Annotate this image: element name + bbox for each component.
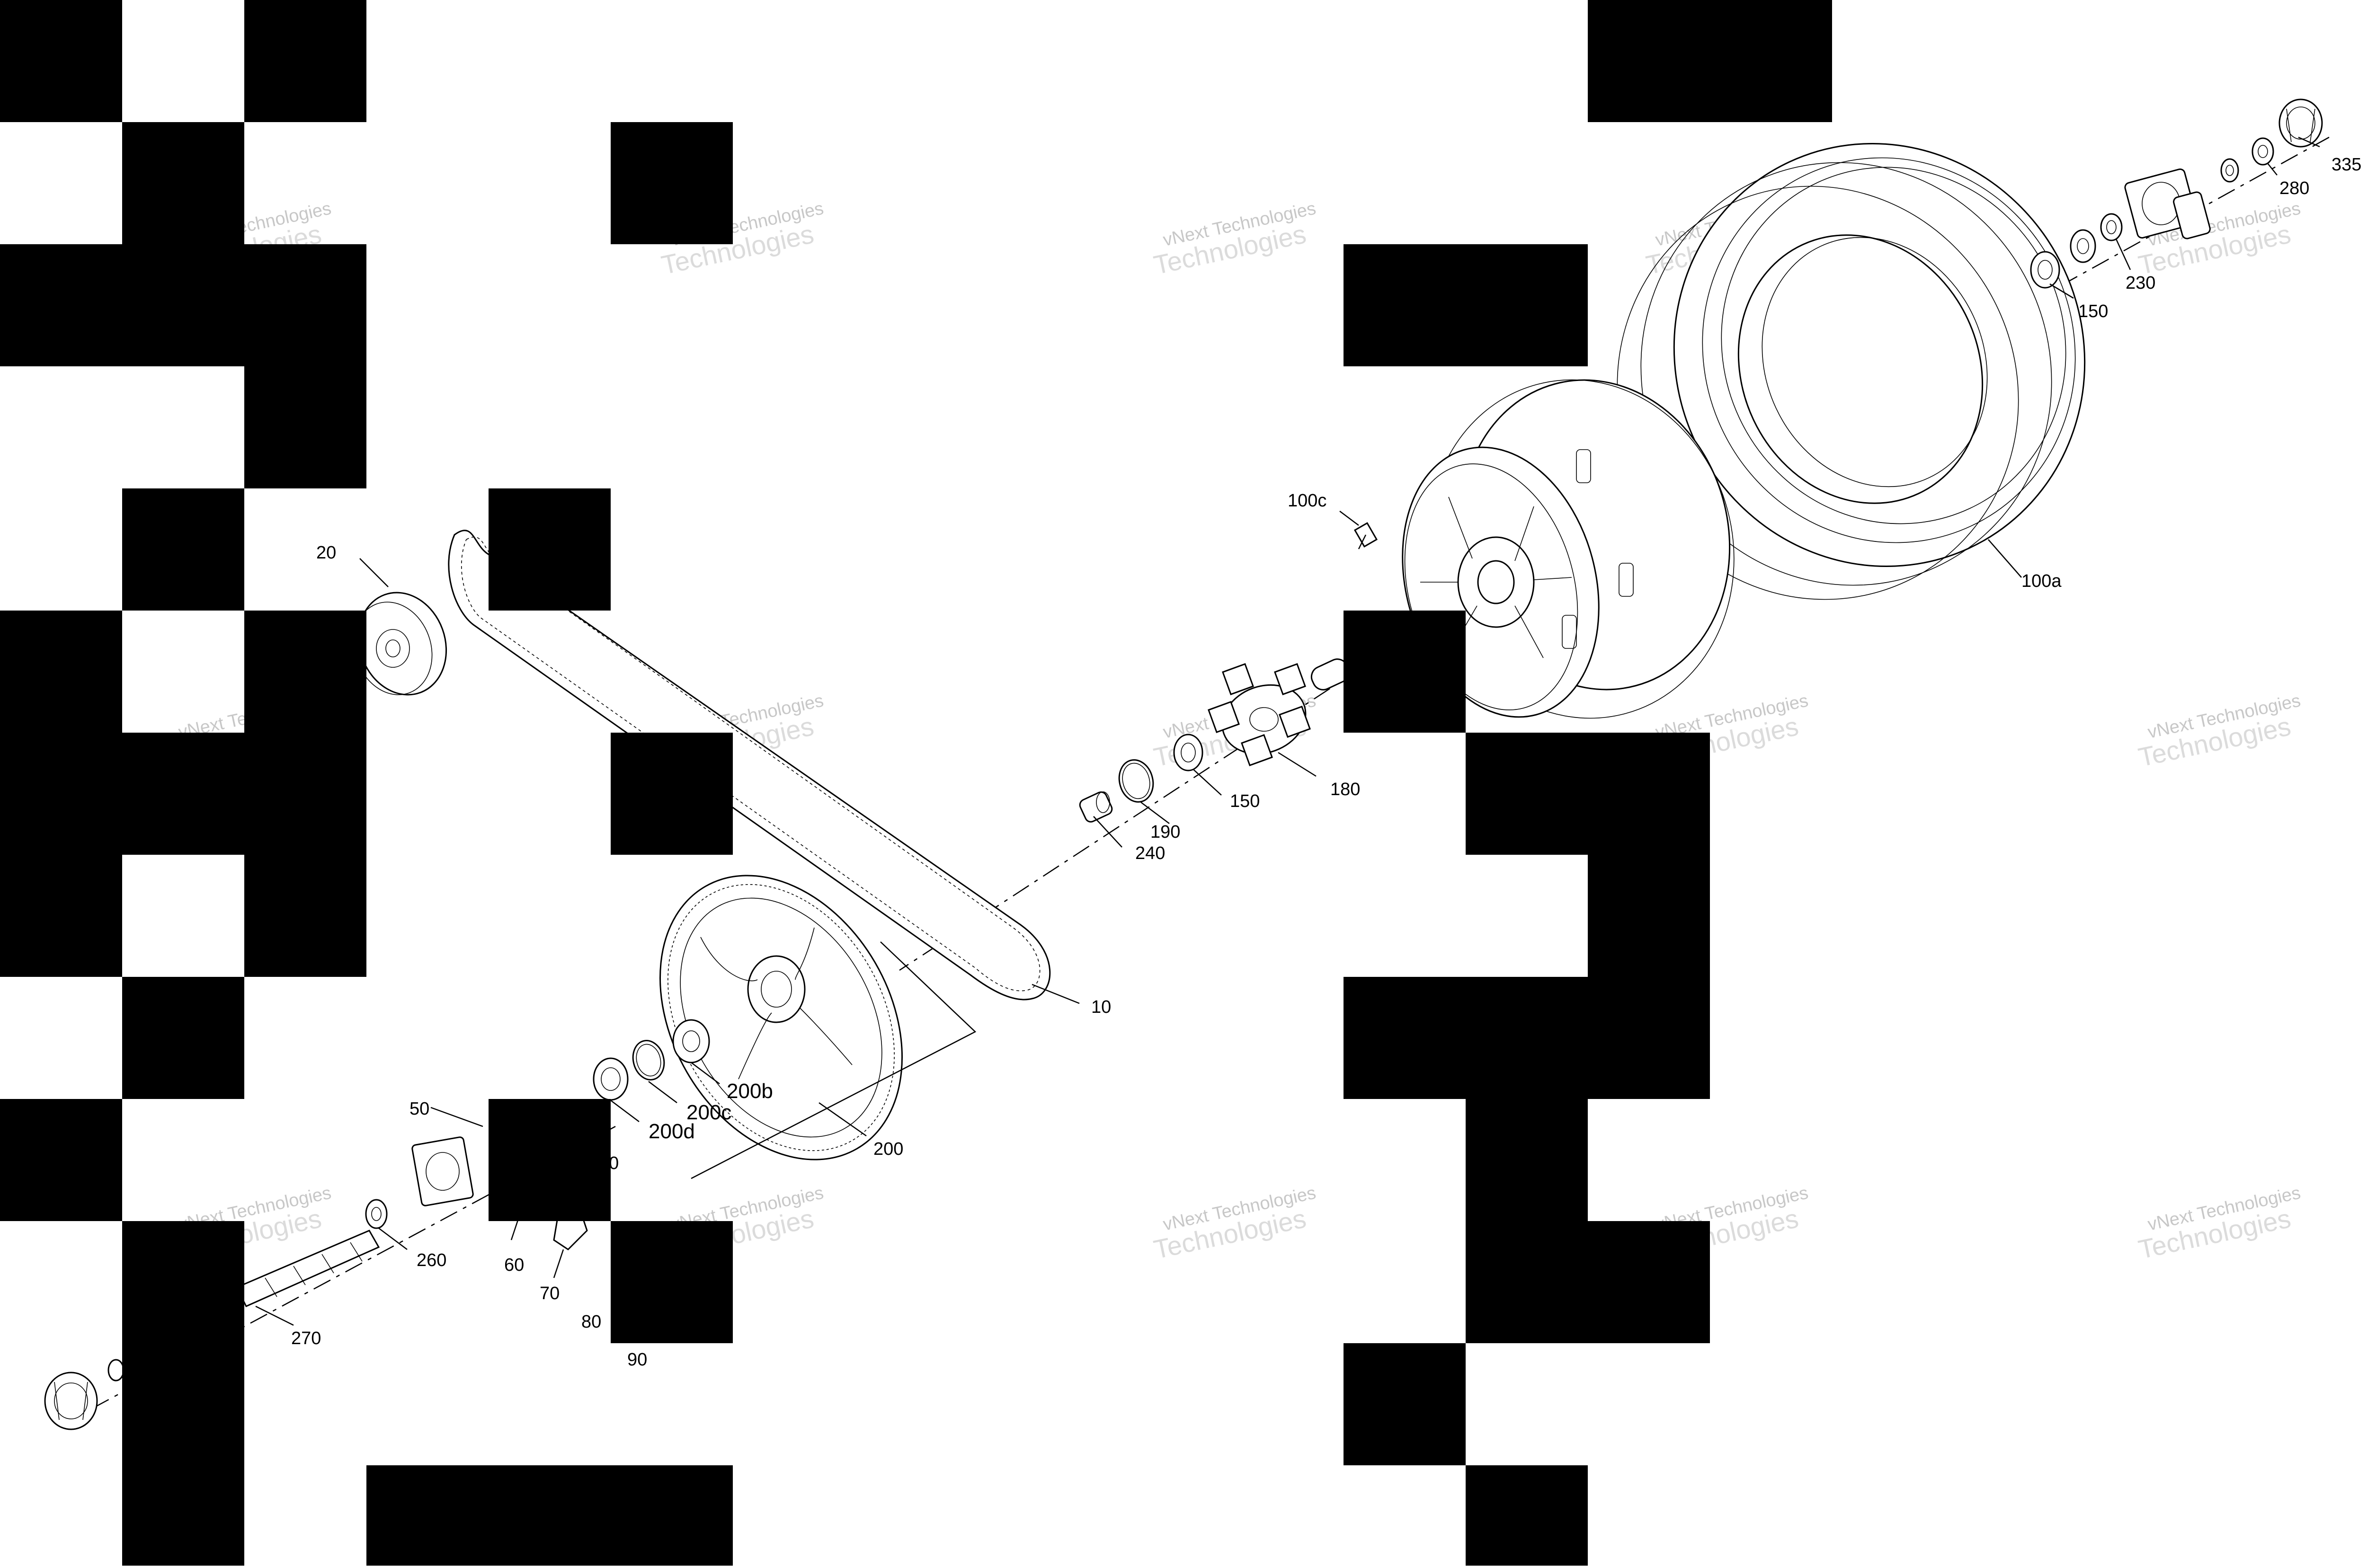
redaction-block — [611, 1221, 733, 1343]
redaction-block — [489, 1099, 611, 1221]
callout-200: 200 — [873, 1139, 903, 1159]
circlip-200c — [632, 1040, 665, 1081]
redaction-block — [244, 611, 366, 733]
redaction-block — [0, 244, 366, 366]
redaction-block — [244, 366, 366, 488]
drive-belt-10 — [448, 530, 1051, 1001]
bearing-200d — [593, 1057, 629, 1101]
bolt-100c — [1353, 522, 1378, 549]
redaction-block — [611, 733, 733, 855]
nut-left — [44, 1372, 98, 1430]
callout-280: 280 — [2279, 178, 2309, 198]
bearing-housing — [2124, 168, 2211, 239]
watermark: vNext Technologies Technologies — [2136, 1183, 2302, 1264]
callout-10: 10 — [1091, 997, 1111, 1017]
redaction-block — [244, 855, 366, 977]
redaction-block — [1466, 1099, 1588, 1343]
callout-20: 20 — [316, 543, 336, 563]
redaction-block — [1588, 855, 1710, 977]
redaction-block — [1466, 1465, 1588, 1566]
callout-200c: 200c — [686, 1101, 731, 1124]
redaction-block — [1344, 244, 1588, 366]
redaction-block — [1588, 0, 1832, 122]
redaction-block — [244, 0, 366, 122]
washer-left — [107, 1359, 125, 1382]
callout-50: 50 — [409, 1099, 429, 1119]
redaction-block — [366, 1465, 733, 1566]
watermark: vNext Technologies Technologies — [2136, 691, 2302, 772]
redaction-block — [122, 122, 244, 244]
callout-260: 260 — [417, 1250, 446, 1270]
callout-200d: 200d — [649, 1120, 695, 1143]
o-ring-190 — [1118, 759, 1154, 803]
redaction-block — [0, 855, 122, 977]
bearing-housing-50 — [411, 1136, 474, 1206]
washer-280 — [2251, 137, 2274, 166]
watermark: vNext Technologies Technologies — [1151, 198, 1317, 280]
bearing-150-right — [2030, 251, 2060, 289]
redaction-block — [1344, 611, 1466, 733]
callout-90: 90 — [627, 1350, 647, 1370]
callout-80: 80 — [581, 1312, 601, 1332]
redaction-block — [122, 488, 244, 611]
callout-190: 190 — [1150, 822, 1180, 842]
callout-150: 150 — [2078, 301, 2108, 321]
tire-100a — [1617, 143, 2086, 600]
redaction-block — [1344, 977, 1710, 1099]
damper-180 — [1208, 663, 1311, 766]
leader-lines — [255, 136, 2320, 1326]
callout-180: 180 — [1330, 780, 1360, 799]
redaction-blocks — [0, 0, 1832, 1566]
callout-270: 270 — [291, 1329, 321, 1348]
washer-260 — [365, 1199, 388, 1229]
callout-labels: 335 280 230 150 100a 100c 20 180 150 190… — [291, 155, 2361, 1370]
redaction-block — [1588, 1221, 1710, 1343]
bearing-150 — [1173, 734, 1203, 771]
callout-60: 60 — [504, 1255, 524, 1275]
redaction-block — [1344, 1343, 1466, 1465]
redaction-block — [122, 1221, 244, 1566]
callout-335: 335 — [2331, 155, 2361, 175]
redaction-block — [0, 1099, 122, 1221]
washer-230 — [2100, 213, 2123, 241]
watermark: vNext Technologies Technologies — [1151, 1183, 1317, 1264]
redaction-block — [0, 733, 366, 855]
callout-100c: 100c — [1288, 491, 1326, 511]
washer-small — [2220, 158, 2239, 183]
callout-150: 150 — [1230, 791, 1260, 811]
callout-70: 70 — [540, 1284, 560, 1303]
redaction-block — [122, 977, 244, 1099]
redaction-block — [0, 611, 122, 733]
spacer-240 — [1079, 791, 1113, 823]
bearing-150-right-2 — [2070, 229, 2096, 263]
callout-200b: 200b — [727, 1080, 773, 1103]
nut-335 — [2278, 98, 2323, 148]
sprocket-200 — [659, 875, 903, 1160]
spacer-200b — [672, 1019, 710, 1063]
callout-100a: 100a — [2021, 571, 2062, 591]
redaction-block — [489, 488, 611, 611]
redaction-block — [1466, 733, 1710, 855]
callout-240: 240 — [1135, 843, 1165, 863]
redaction-block — [0, 0, 122, 122]
callout-230: 230 — [2126, 273, 2155, 293]
redaction-block — [611, 122, 733, 244]
